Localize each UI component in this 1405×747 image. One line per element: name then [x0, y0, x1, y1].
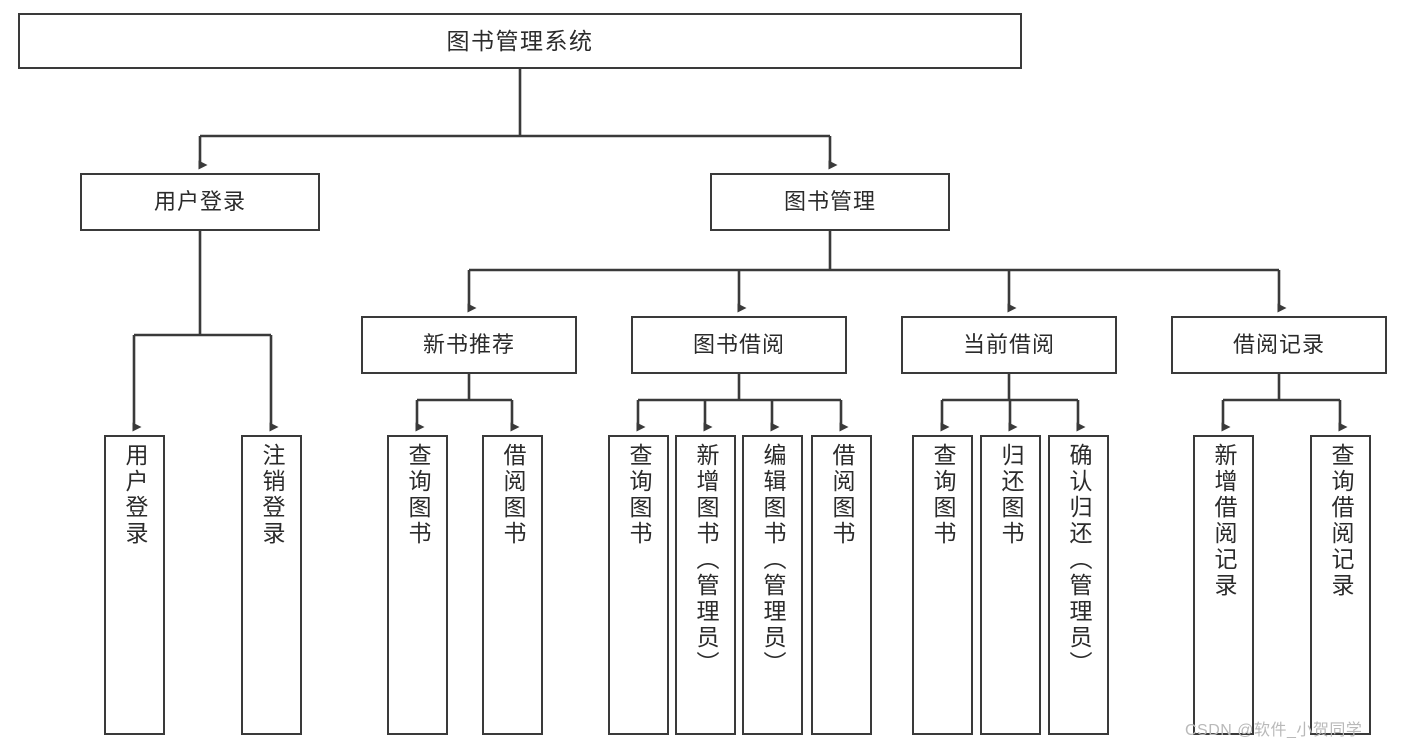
node-leaf-confirm-return[interactable]: 确认归还（管理员） [1048, 435, 1109, 735]
node-leaf-edit-book[interactable]: 编辑图书（管理员） [742, 435, 803, 735]
node-new-book-recommend-label: 新书推荐 [422, 331, 515, 357]
node-leaf-user-login[interactable]: 用户登录 [104, 435, 165, 735]
node-leaf-query-book-2-label: 查询图书 [626, 443, 652, 547]
node-new-book-recommend[interactable]: 新书推荐 [361, 316, 577, 374]
node-leaf-borrow-book-2[interactable]: 借阅图书 [811, 435, 872, 735]
node-leaf-query-record[interactable]: 查询借阅记录 [1310, 435, 1371, 735]
node-leaf-query-book-3-label: 查询图书 [930, 443, 956, 547]
node-leaf-add-book-label: 新增图书（管理员） [693, 443, 719, 677]
node-leaf-query-book-2[interactable]: 查询图书 [608, 435, 669, 735]
node-book-borrow[interactable]: 图书借阅 [631, 316, 847, 374]
node-book-manage-label: 图书管理 [783, 188, 876, 214]
node-user-login-label: 用户登录 [153, 188, 246, 214]
node-leaf-borrow-book-1-label: 借阅图书 [500, 443, 526, 547]
node-leaf-query-book-1[interactable]: 查询图书 [387, 435, 448, 735]
node-borrow-record-label: 借阅记录 [1232, 331, 1325, 357]
node-leaf-logout-label: 注销登录 [259, 443, 285, 547]
node-leaf-borrow-book-1[interactable]: 借阅图书 [482, 435, 543, 735]
node-current-borrow[interactable]: 当前借阅 [901, 316, 1117, 374]
node-book-manage[interactable]: 图书管理 [710, 173, 950, 231]
node-leaf-query-book-3[interactable]: 查询图书 [912, 435, 973, 735]
node-leaf-user-login-label: 用户登录 [122, 443, 148, 547]
node-leaf-query-book-1-label: 查询图书 [405, 443, 431, 547]
node-root[interactable]: 图书管理系统 [18, 13, 1022, 69]
node-root-label: 图书管理系统 [446, 27, 594, 54]
node-leaf-logout[interactable]: 注销登录 [241, 435, 302, 735]
node-leaf-borrow-book-2-label: 借阅图书 [829, 443, 855, 547]
node-user-login[interactable]: 用户登录 [80, 173, 320, 231]
node-leaf-confirm-return-label: 确认归还（管理员） [1066, 443, 1092, 677]
node-book-borrow-label: 图书借阅 [692, 331, 785, 357]
node-leaf-return-book[interactable]: 归还图书 [980, 435, 1041, 735]
node-borrow-record[interactable]: 借阅记录 [1171, 316, 1387, 374]
node-leaf-return-book-label: 归还图书 [998, 443, 1024, 547]
csdn-watermark: CSDN @软件_小贺同学 [1185, 722, 1363, 739]
node-leaf-add-record[interactable]: 新增借阅记录 [1193, 435, 1254, 735]
node-leaf-edit-book-label: 编辑图书（管理员） [760, 443, 786, 677]
node-leaf-add-record-label: 新增借阅记录 [1211, 443, 1237, 599]
node-leaf-query-record-label: 查询借阅记录 [1328, 443, 1354, 599]
node-leaf-add-book[interactable]: 新增图书（管理员） [675, 435, 736, 735]
node-current-borrow-label: 当前借阅 [962, 331, 1055, 357]
